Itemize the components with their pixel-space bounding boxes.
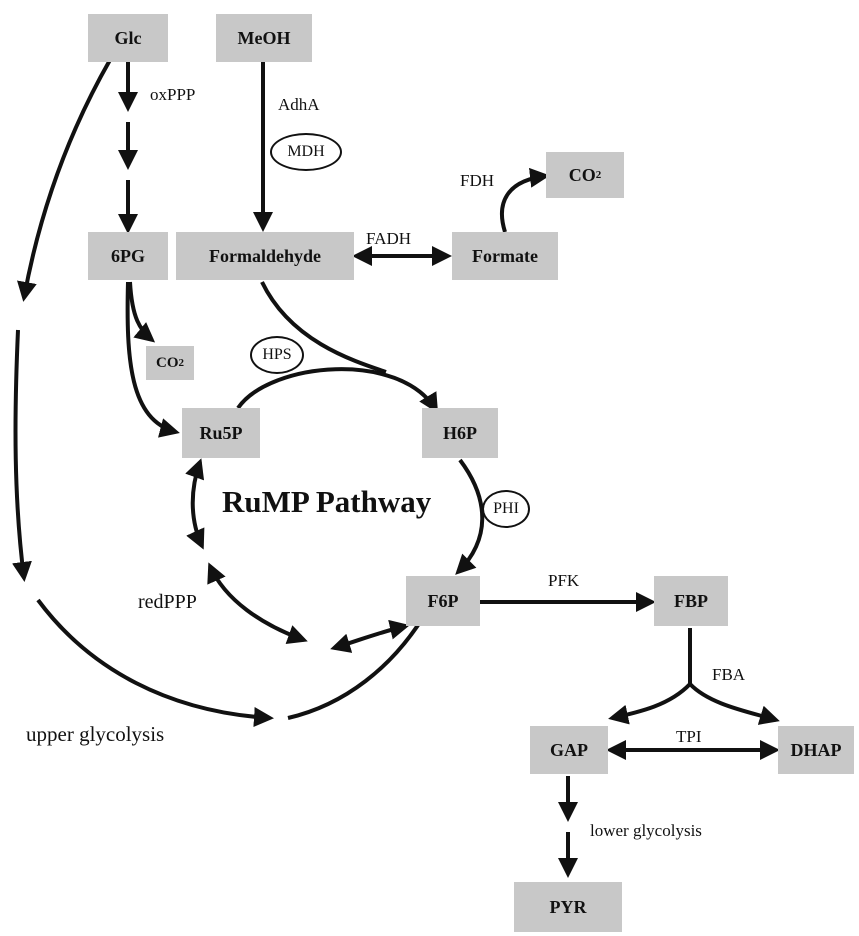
co2-fdh-subscript: 2 [595, 169, 602, 181]
label-tpi: TPI [676, 727, 702, 746]
node-gap: GAP [530, 726, 608, 774]
enzyme-phi-circled: PHI [482, 490, 530, 528]
node-formaldehyde: Formaldehyde [176, 232, 354, 280]
label-lower-glycolysis: lower glycolysis [590, 821, 702, 840]
node-f6p: F6P [406, 576, 480, 626]
label-fba: FBA [712, 665, 746, 684]
label-fdh: FDH [460, 171, 495, 190]
arrow-redppp-to-f6p [330, 619, 410, 653]
arrow-ru5p-to-h6p [236, 367, 439, 414]
node-ru5p: Ru5P [182, 408, 260, 458]
node-h6p: H6P [422, 408, 498, 458]
arrow-fba-to-dhap [688, 682, 780, 725]
label-oxppp: oxPPP [150, 85, 196, 104]
arrow-6pg-to-co2 [128, 281, 156, 343]
node-dhap: DHAP [778, 726, 854, 774]
enzyme-mdh-circled: MDH [270, 133, 342, 171]
label-upper-glycolysis: upper glycolysis [26, 722, 165, 746]
arrow-fba-to-gap [608, 682, 692, 725]
node-fbp: FBP [654, 576, 728, 626]
arrow-glc-to-upper-glycolysis [17, 59, 112, 302]
label-fadh: FADH [366, 229, 412, 248]
label-pfk: PFK [548, 571, 580, 590]
co2-ox-text: CO [156, 354, 179, 371]
label-adha: AdhA [278, 95, 320, 114]
node-6pg: 6PG [88, 232, 168, 280]
node-glc: Glc [88, 14, 168, 62]
arrow-formaldehyde-to-h6p [260, 281, 387, 374]
arrow-redppp-lower [207, 562, 308, 645]
arrow-upper-glycolysis-down [12, 329, 32, 582]
enzyme-hps-circled: HPS [250, 336, 304, 374]
arrow-upper-glycolysis-curve [36, 598, 274, 728]
co2-ox-subscript: 2 [178, 357, 185, 369]
node-meoh: MeOH [216, 14, 312, 62]
rump-pathway-title: RuMP Pathway [222, 484, 432, 519]
node-pyr: PYR [514, 882, 622, 932]
node-formate: Formate [452, 232, 558, 280]
label-redppp: redPPP [138, 591, 197, 613]
arrow-h6p-to-f6p [455, 458, 485, 575]
arrow-6pg-to-ru5p [125, 281, 180, 438]
arrow-ru5p-redppp [185, 458, 205, 550]
co2-fdh-text: CO [568, 164, 596, 185]
arrow-formate-to-co2 [499, 167, 550, 233]
